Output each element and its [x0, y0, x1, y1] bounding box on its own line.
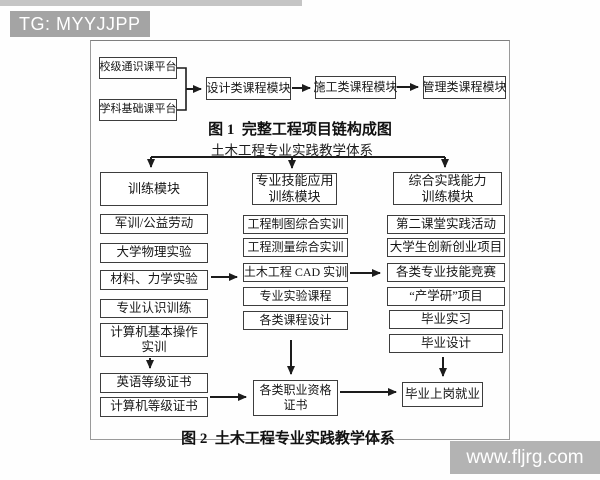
fig1-box-management-module: 管理类课程模块 — [423, 76, 507, 99]
fig2-box-drawing-training: 工程制图综合实训 — [243, 215, 348, 234]
fig1-box-construction-module: 施工类课程模块 — [314, 76, 398, 99]
fig2-box-computer-basic-training: 计算机基本操作 实训 — [100, 323, 208, 357]
fig1-box-design-module: 设计类课程模块 — [206, 77, 291, 100]
fig2-box-professional-cognition: 专业认识训练 — [100, 299, 208, 318]
fig1-box-school-general-platform: 校级通识课平台 — [99, 57, 177, 79]
fig2-header-training-module: 训练模块 — [100, 172, 208, 206]
fig2-box-cad-training: 土木工程 CAD 实训 — [243, 263, 348, 282]
fig2-title: 土木工程专业实践教学体系 — [211, 143, 373, 158]
fig2-header-skill-application-module: 专业技能应用 训练模块 — [252, 173, 337, 205]
fig2-box-second-classroom: 第二课堂实践活动 — [387, 215, 505, 234]
fig2-box-professional-experiment-course: 专业实验课程 — [243, 287, 348, 306]
fig1-caption: 图 1 完整工程项目链构成图 — [208, 122, 392, 138]
fig2-box-graduation-design: 毕业设计 — [389, 334, 503, 353]
fig2-box-surveying-training: 工程测量综合实训 — [243, 238, 348, 257]
fig2-box-employment: 毕业上岗就业 — [402, 382, 483, 407]
fig2-box-graduation-internship: 毕业实习 — [389, 310, 503, 329]
fig2-box-industry-research-project: “产学研”项目 — [387, 287, 505, 306]
tag-badge: TG: MYYJJPP — [10, 11, 150, 37]
fig2-box-vocational-certificates: 各类职业资格 证书 — [253, 380, 338, 416]
fig1-box-subject-basic-platform: 学科基础课平台 — [99, 99, 177, 121]
fig2-box-military-training: 军训/公益劳动 — [100, 214, 208, 234]
fig2-box-physics-experiment: 大学物理实验 — [100, 243, 208, 263]
watermark: www.fljrg.com — [450, 441, 600, 474]
fig2-box-material-mechanics-experiment: 材料、力学实验 — [100, 270, 208, 290]
fig2-box-innovation-project: 大学生创新创业项目 — [387, 238, 505, 257]
photo-edge-strip — [0, 0, 302, 6]
fig2-header-comprehensive-practice-module: 综合实践能力 训练模块 — [393, 172, 502, 205]
fig2-box-course-design: 各类课程设计 — [243, 311, 348, 330]
fig2-box-english-certificate: 英语等级证书 — [100, 373, 208, 393]
fig2-caption: 图 2 土木工程专业实践教学体系 — [181, 431, 395, 447]
fig2-box-computer-certificate: 计算机等级证书 — [100, 397, 208, 417]
diagram-frame — [90, 40, 510, 440]
fig2-box-skill-contest: 各类专业技能竞赛 — [387, 263, 505, 282]
